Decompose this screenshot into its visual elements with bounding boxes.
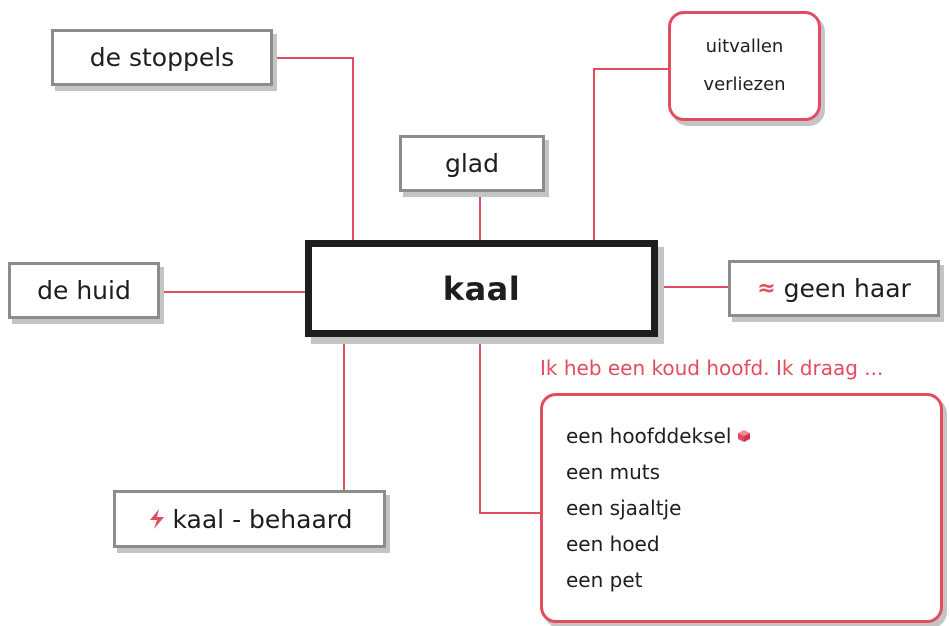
- list-item: een hoofddeksel: [566, 418, 751, 454]
- verb-item: uitvallen: [705, 36, 784, 57]
- clothing-item: een sjaaltje: [566, 496, 682, 520]
- list-item: een hoed: [566, 526, 660, 562]
- connector-verbs: [593, 68, 668, 240]
- node-huid-label: de huid: [37, 276, 131, 305]
- lightning-icon: [147, 508, 167, 530]
- connector-stoppels: [276, 57, 354, 240]
- clothing-item: een pet: [566, 568, 643, 592]
- node-glad-label: glad: [444, 149, 499, 178]
- list-item: een sjaaltje: [566, 490, 681, 526]
- verb-item: verliezen: [703, 74, 786, 95]
- node-stoppels: de stoppels: [51, 29, 273, 86]
- clothing-item: een muts: [566, 460, 661, 484]
- clothing-item: een hoed: [566, 532, 660, 556]
- clothing-prompt: Ik heb een koud hoofd. Ik draag ...: [540, 356, 884, 380]
- node-stoppels-label: de stoppels: [89, 43, 235, 72]
- center-word: kaal: [442, 269, 521, 308]
- node-glad: glad: [399, 135, 545, 192]
- synonym-icon: ≈: [757, 276, 776, 301]
- list-item: een muts: [566, 454, 660, 490]
- node-huid: de huid: [8, 262, 160, 319]
- node-synonym: ≈ geen haar: [728, 260, 940, 317]
- node-clothing: een hoofddeksel een muts een sjaaltje ee…: [540, 393, 943, 623]
- list-item: een pet: [566, 562, 642, 598]
- node-antonym-label: kaal - behaard: [172, 504, 353, 534]
- cube-icon: [737, 429, 751, 443]
- clothing-item: een hoofddeksel: [566, 424, 732, 448]
- center-word-box: kaal: [305, 240, 658, 337]
- connector-clothing: [479, 337, 540, 514]
- node-synonym-label: geen haar: [783, 274, 911, 303]
- node-antonym: kaal - behaard: [113, 490, 386, 548]
- node-verbs: uitvallen verliezen: [668, 11, 821, 121]
